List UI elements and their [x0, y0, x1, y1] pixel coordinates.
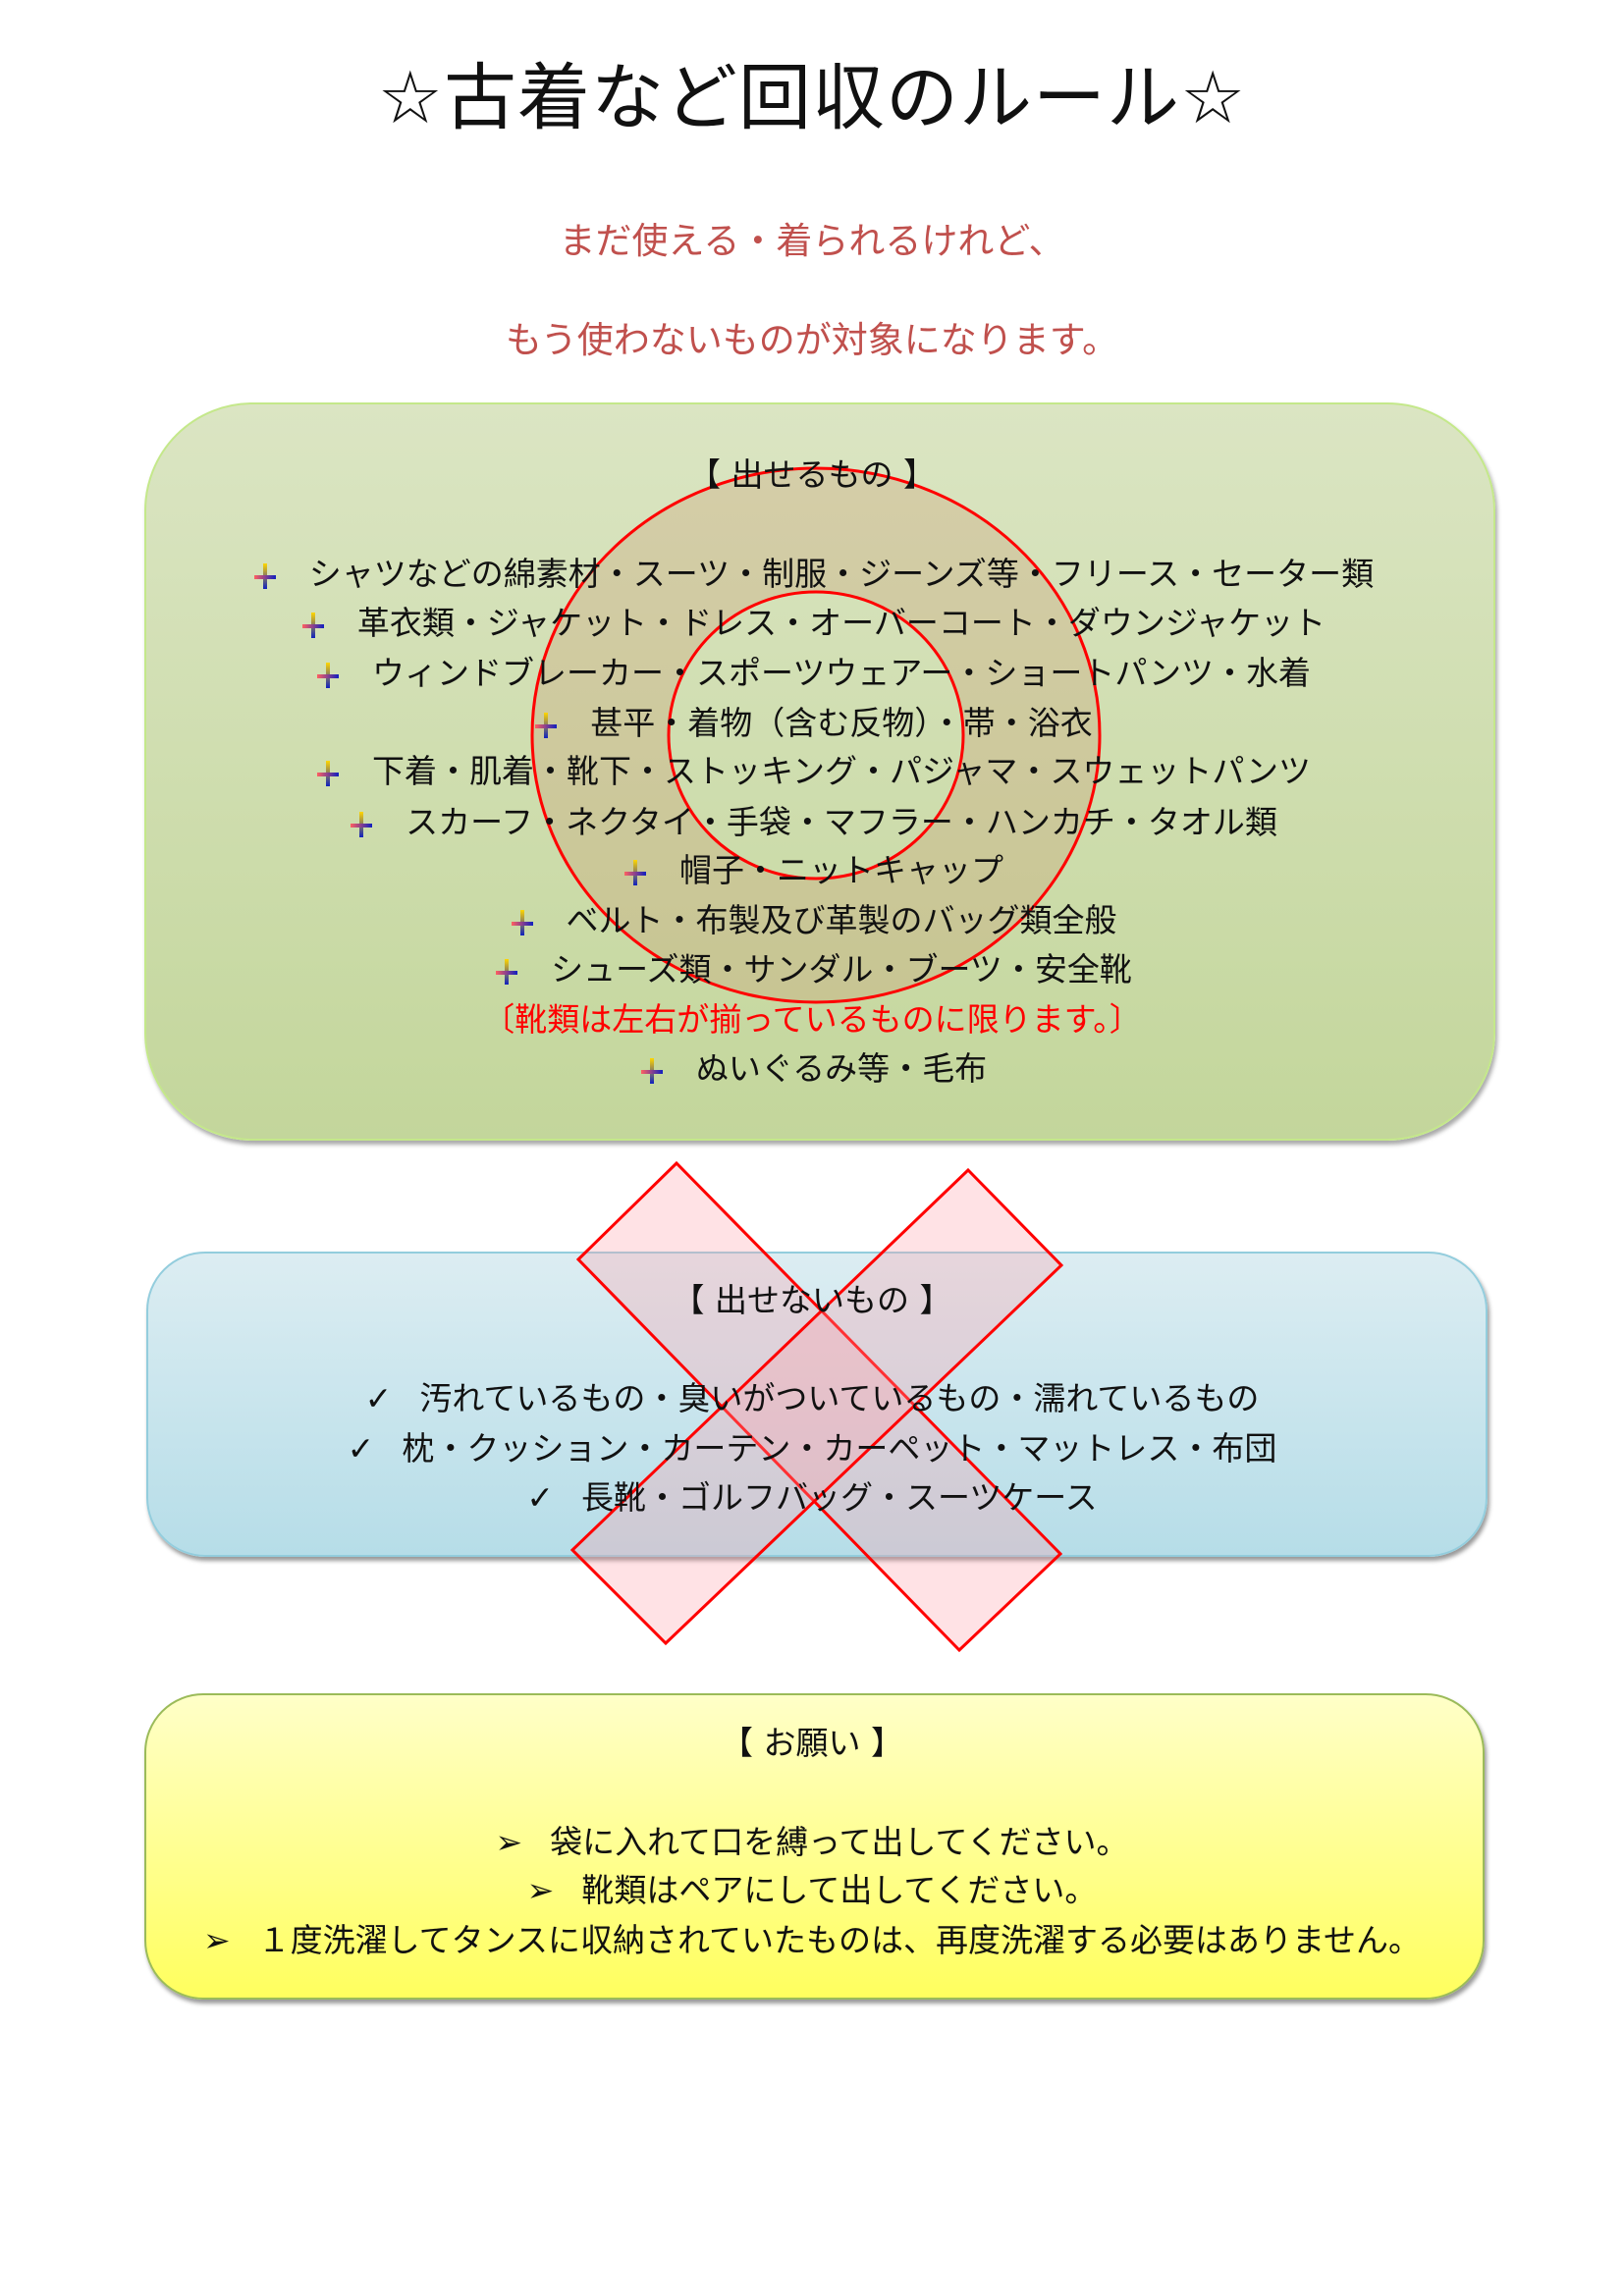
- subtitle-line-1: まだ使える・着られるけれど、: [559, 220, 1065, 262]
- bullet-icon: [621, 858, 650, 887]
- bullet-icon: [313, 661, 343, 690]
- list-item: ➢袋に入れて口を縛って出してください。: [0, 1821, 1624, 1864]
- acceptable-items-box: [144, 402, 1495, 1141]
- list-item: 帽子・ニットキャップ: [0, 849, 1624, 892]
- bullet-icon: [313, 759, 343, 788]
- list-item: ベルト・布製及び革製のバッグ類全般: [0, 899, 1624, 942]
- list-item: スカーフ・ネクタイ・手袋・マフラー・ハンカチ・タオル類: [0, 801, 1624, 844]
- check-icon: ✓: [526, 1478, 554, 1517]
- bullet-icon: [508, 908, 537, 937]
- list-item: ➢靴類はペアにして出してください。: [0, 1869, 1624, 1912]
- list-item: 下着・肌着・靴下・ストッキング・パジャマ・スウェットパンツ: [0, 750, 1624, 793]
- check-icon: ✓: [364, 1379, 393, 1417]
- bullet-icon: [250, 561, 280, 591]
- subtitle-line-2: もう使わないものが対象になります。: [505, 319, 1119, 361]
- list-item: 甚平・着物（含む反物）・帯・浴衣: [0, 702, 1624, 745]
- arrow-icon: ➢: [202, 1921, 231, 1959]
- list-item: シューズ類・サンダル・ブーツ・安全靴: [0, 948, 1624, 991]
- cross-bar-1: [575, 1160, 1063, 1653]
- bullet-icon: [298, 611, 328, 640]
- list-item: ✓枕・クッション・カーテン・カーペット・マットレス・布団: [0, 1427, 1624, 1470]
- check-icon: ✓: [347, 1429, 375, 1468]
- list-item: 革衣類・ジャケット・ドレス・オーバーコート・ダウンジャケット: [0, 602, 1624, 645]
- bullet-icon: [492, 957, 521, 987]
- donut-shape: [530, 466, 1102, 1004]
- bullet-icon: [531, 711, 561, 740]
- arrow-icon: ➢: [526, 1871, 555, 1909]
- list-item: ぬいぐるみ等・毛布: [0, 1047, 1624, 1091]
- list-item: ✓長靴・ゴルフバッグ・スーツケース: [0, 1476, 1624, 1520]
- list-item: ✓汚れているもの・臭いがついているもの・濡れているもの: [0, 1377, 1624, 1420]
- bullet-icon: [637, 1056, 667, 1086]
- acceptable-heading: 【 出せるもの 】: [688, 455, 936, 494]
- list-item: シャツなどの綿素材・スーツ・制服・ジーンズ等・フリース・セーター類: [0, 553, 1624, 596]
- page-title: ☆古着など回収のルール☆: [377, 56, 1247, 140]
- arrow-icon: ➢: [495, 1823, 523, 1861]
- shoes-note: 〔靴類は左右が揃っているものに限ります。〕: [482, 1000, 1142, 1039]
- list-item: ウィンドブレーカー・スポーツウェアー・ショートパンツ・水着: [0, 652, 1624, 695]
- request-box: [144, 1693, 1485, 2000]
- list-item: ➢１度洗濯してタンスに収納されていたものは、再度洗濯する必要はありません。: [0, 1919, 1624, 1962]
- request-heading: 【 お願い 】: [721, 1724, 903, 1762]
- bullet-icon: [347, 810, 376, 839]
- cross-bar-2: [569, 1167, 1064, 1646]
- unacceptable-heading: 【 出せないもの 】: [672, 1281, 952, 1319]
